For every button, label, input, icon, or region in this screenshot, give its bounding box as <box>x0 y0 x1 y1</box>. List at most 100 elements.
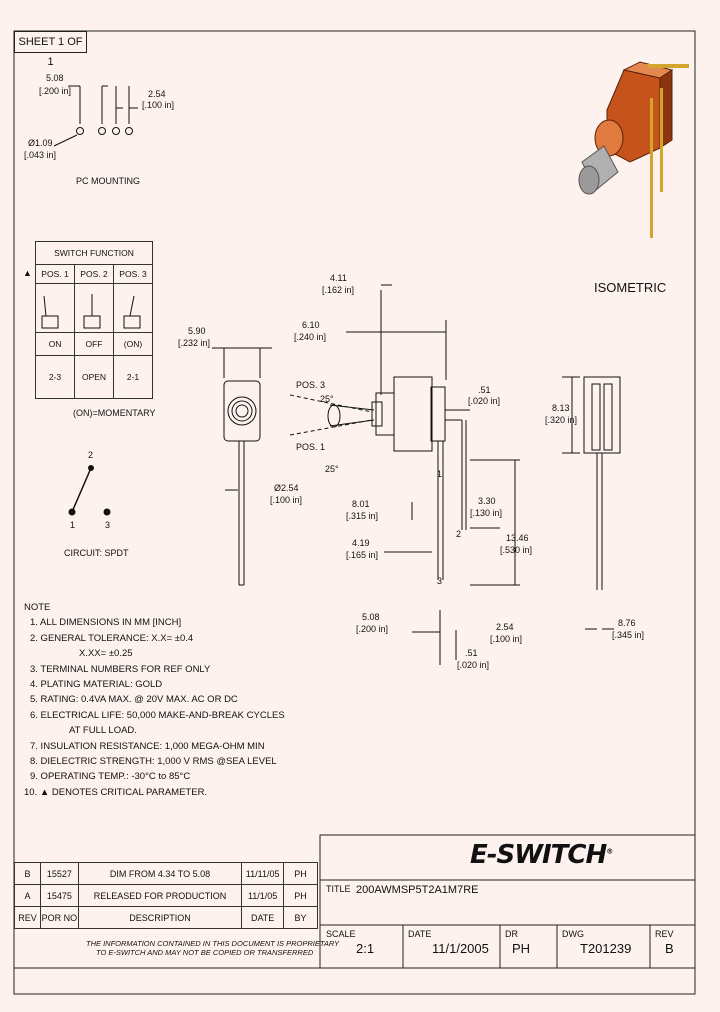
dim-590: 5.90 <box>188 326 206 336</box>
rev-cell: A <box>14 884 41 907</box>
desc-cell: RELEASED FOR PRODUCTION <box>77 884 243 907</box>
date-label: DATE <box>408 929 432 939</box>
note-line: 7. INSULATION RESISTANCE: 1,000 MEGA-OHM… <box>30 740 265 752</box>
dim-1346: 13.46 <box>506 533 529 543</box>
pos-3-connection: 2-1 <box>113 355 153 399</box>
pos-2-header: POS. 2 <box>74 264 114 284</box>
dim-254-in: [.100 in] <box>490 634 523 644</box>
by-header: BY <box>283 906 318 929</box>
rev-label: REV <box>655 929 674 939</box>
note-line: 2. GENERAL TOLERANCE: X.X= ±0.4 <box>30 632 194 644</box>
pos-2-state: OFF <box>74 332 114 356</box>
dim-610-in: [.240 in] <box>294 332 327 342</box>
por-cell: 15475 <box>39 884 79 907</box>
date-cell: 11/1/05 <box>241 884 285 907</box>
pos-2-connection: OPEN <box>74 355 114 399</box>
dim-1346-in: [.530 in] <box>500 545 533 555</box>
pos-3-label: POS. 3 <box>296 380 326 390</box>
sheet-number: SHEET 1 OF 1 <box>14 31 87 68</box>
dim-801-in: [.315 in] <box>346 511 379 521</box>
rev-header: REV <box>14 906 41 929</box>
dwg-value: T201239 <box>580 941 632 956</box>
notes-title: NOTE <box>24 602 51 613</box>
note-line: 6. ELECTRICAL LIFE: 50,000 MAKE-AND-BREA… <box>30 709 285 721</box>
circuit-diagram <box>68 465 111 516</box>
dim-508: 5.08 <box>362 612 380 622</box>
dwg-label: DWG <box>562 929 584 939</box>
title-label: TITLE <box>326 884 351 894</box>
dim-419: 4.19 <box>352 538 370 548</box>
dim-876: 8.76 <box>618 618 636 628</box>
pos-3-icon-cell <box>113 283 153 333</box>
date-header: DATE <box>241 906 285 929</box>
circuit-pin-1: 1 <box>70 520 76 530</box>
pc-dim-508-in: [.200 in] <box>39 86 72 96</box>
dim-508-in: [.200 in] <box>356 624 389 634</box>
pc-dim-254: 2.54 <box>148 89 166 99</box>
dim-590-in: [.232 in] <box>178 338 211 348</box>
proprietary-line-1: THE INFORMATION CONTAINED IN THIS DOCUME… <box>86 939 340 948</box>
por-header: POR NO <box>39 906 79 929</box>
note-line: 1. ALL DIMENSIONS IN MM [INCH] <box>30 617 182 629</box>
desc-header: DESCRIPTION <box>77 906 243 929</box>
critical-marker: ▲ <box>23 268 32 278</box>
dim-051: .51 <box>478 385 491 395</box>
momentary-footnote: (ON)=MOMENTARY <box>73 408 156 418</box>
dr-label: DR <box>505 929 518 939</box>
pos-1-connection: 2-3 <box>35 355 75 399</box>
dim-051b-in: [.020 in] <box>457 660 490 670</box>
desc-cell: DIM FROM 4.34 TO 5.08 <box>77 862 243 885</box>
dim-813-in: [.320 in] <box>545 415 578 425</box>
pc-dim-254-in: [.100 in] <box>142 100 175 110</box>
dim-419-in: [.165 in] <box>346 550 379 560</box>
pos-3-header: POS. 3 <box>113 264 153 284</box>
title-block-grid <box>14 834 696 969</box>
note-line: 5. RATING: 0.4VA MAX. @ 20V MAX. AC OR D… <box>30 694 238 706</box>
dim-411: 4.11 <box>330 273 347 283</box>
pos-1-icon-cell <box>35 283 75 333</box>
angle-top: 25° <box>320 394 334 404</box>
pc-mounting-label: PC MOUNTING <box>76 176 140 186</box>
isometric-switch-image <box>578 61 689 238</box>
pos-3-state: (ON) <box>113 332 153 356</box>
isometric-label: ISOMETRIC <box>594 280 667 295</box>
pos-1-header: POS. 1 <box>35 264 75 284</box>
dim-254-dia: Ø2.54 <box>274 483 299 493</box>
circuit-pin-2: 2 <box>88 450 94 460</box>
switch-function-title: SWITCH FUNCTION <box>35 241 153 265</box>
pin-label-1: 1 <box>437 469 443 479</box>
circuit-pin-3: 3 <box>105 520 111 530</box>
dr-value: PH <box>512 941 531 956</box>
proprietary-line-2: TO E-SWITCH AND MAY NOT BE COPIED OR TRA… <box>96 948 314 957</box>
right-view <box>562 376 621 630</box>
pin-label-3: 3 <box>437 576 443 586</box>
revision-header-row: REV POR NO DESCRIPTION DATE BY <box>14 906 318 929</box>
pos-2-icon-cell <box>74 283 114 333</box>
revision-row: B 15527 DIM FROM 4.34 TO 5.08 11/11/05 P… <box>14 862 318 885</box>
pc-mounting-holes <box>53 85 138 147</box>
dim-051-in: [.020 in] <box>468 396 501 406</box>
dim-330: 3.30 <box>478 496 496 506</box>
switch-function-table: SWITCH FUNCTION POS. 1 POS. 2 POS. 3 ON … <box>35 241 153 399</box>
part-number-title: 200AWMSP5T2A1M7RE <box>356 884 479 896</box>
date-cell: 11/11/05 <box>241 862 285 885</box>
note-line: 4. PLATING MATERIAL: GOLD <box>30 679 163 691</box>
dim-801: 8.01 <box>352 499 370 509</box>
pos-1-label: POS. 1 <box>296 442 326 452</box>
dim-876-in: [.345 in] <box>612 630 645 640</box>
por-cell: 15527 <box>39 862 79 885</box>
pin-label-2: 2 <box>456 529 462 539</box>
note-line: X.XX= ±0.25 <box>79 648 133 660</box>
dim-813: 8.13 <box>552 403 570 413</box>
revision-table: B 15527 DIM FROM 4.34 TO 5.08 11/11/05 P… <box>14 862 318 929</box>
dim-330-in: [.130 in] <box>470 508 503 518</box>
side-view <box>289 284 520 665</box>
pos-1-state: ON <box>35 332 75 356</box>
dim-610: 6.10 <box>302 320 320 330</box>
note-line: 8. DIELECTRIC STRENGTH: 1,000 V RMS @SEA… <box>30 756 277 768</box>
pc-dim-508: 5.08 <box>46 73 64 83</box>
note-line: 9. OPERATING TEMP.: -30°C to 85°C <box>30 771 191 783</box>
notes-block: NOTE 1. ALL DIMENSIONS IN MM [INCH] 2. G… <box>24 600 285 800</box>
note-line: AT FULL LOAD. <box>69 725 137 737</box>
